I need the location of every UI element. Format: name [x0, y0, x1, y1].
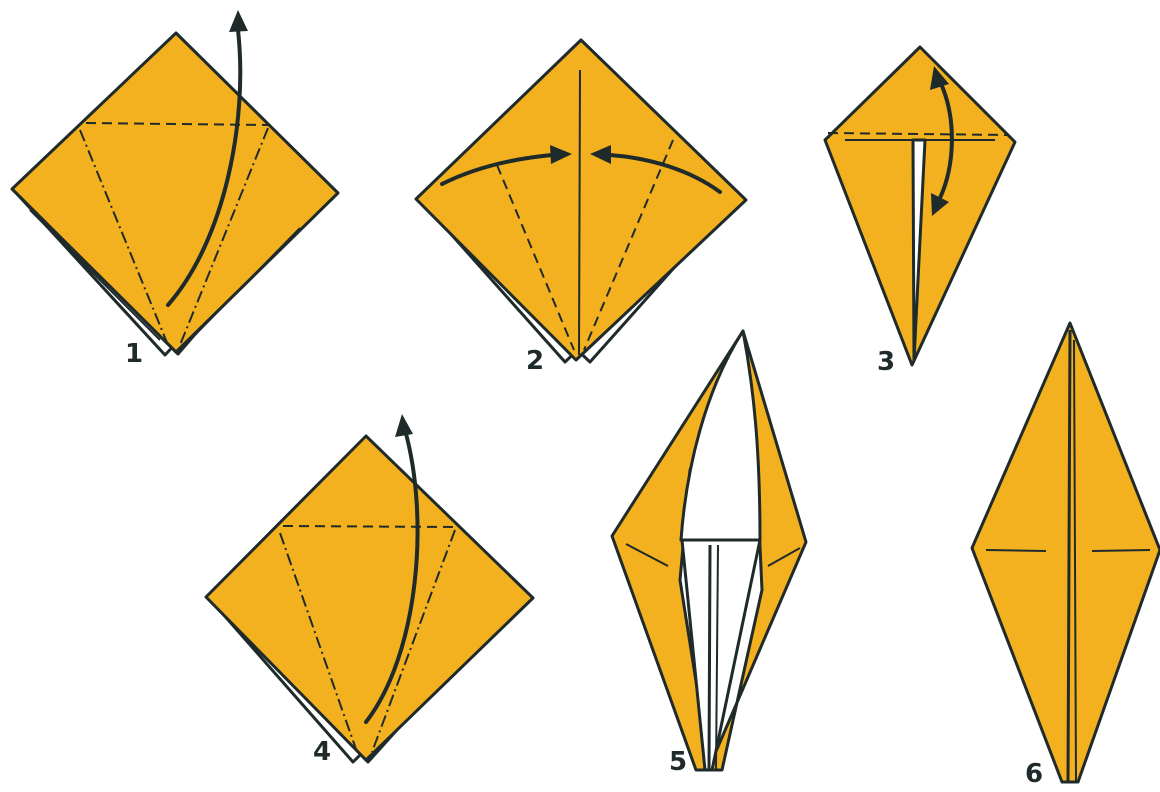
step-number-1: 1	[125, 339, 143, 369]
step-number-5: 5	[669, 747, 687, 777]
step-6-crease-left	[986, 550, 1046, 551]
step-4-square	[206, 436, 533, 760]
step-4-figure	[206, 414, 533, 762]
step-6-diamond	[972, 323, 1160, 782]
step-2-square	[416, 40, 746, 360]
step-4-valley-fold	[283, 526, 455, 527]
step-6-figure	[972, 323, 1160, 782]
step-6-crease-right	[1092, 550, 1150, 551]
step-6-center-line	[1068, 330, 1070, 782]
step-5-center-line	[709, 545, 710, 770]
step-1-arrowhead	[229, 10, 248, 32]
step-number-3: 3	[877, 347, 895, 377]
step-number-2: 2	[526, 346, 544, 376]
step-2-center-crease	[579, 70, 580, 355]
step-number-6: 6	[1025, 759, 1043, 789]
step-number-4: 4	[313, 737, 331, 767]
step-3-figure	[825, 47, 1015, 365]
step-1-figure	[12, 10, 338, 355]
step-1-square	[12, 33, 338, 352]
step-5-figure	[612, 331, 806, 770]
step-2-figure	[416, 40, 746, 362]
step-4-arrowhead	[395, 414, 413, 437]
